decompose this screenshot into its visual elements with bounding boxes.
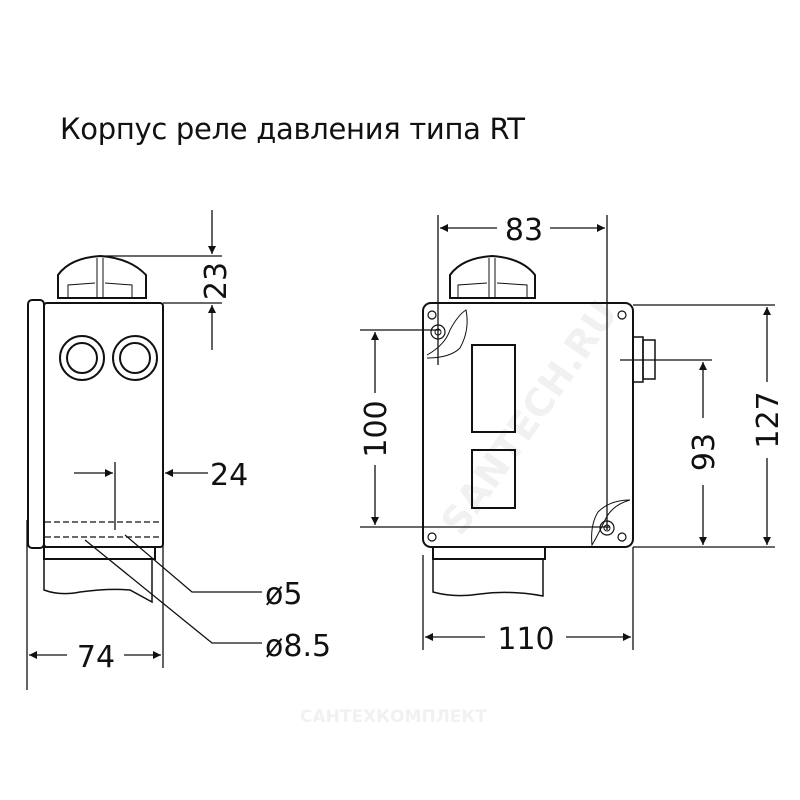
dim-mount-spacing: 100 — [359, 400, 394, 457]
watermark: SANTECH.RU — [433, 292, 627, 542]
dim-hole-small: ø5 — [265, 577, 302, 612]
footer-logo: САНТЕХКОМПЛЕКТ — [300, 707, 487, 727]
side-view — [27, 254, 164, 604]
dim-knob-height: 23 — [199, 262, 234, 300]
front-view — [422, 254, 656, 597]
side-view-dimension-lines — [26, 210, 262, 690]
dim-front-width: 110 — [497, 622, 554, 657]
front-view-dimension-lines — [360, 215, 775, 650]
dim-hole-large: ø8.5 — [265, 629, 331, 664]
dim-top-width: 83 — [505, 213, 543, 248]
dim-gland-height: 93 — [687, 433, 722, 471]
dim-side-width: 74 — [77, 640, 115, 675]
dim-total-height: 127 — [751, 391, 786, 448]
dim-side-offset: 24 — [210, 458, 248, 493]
drawing-title: Корпус реле давления типа RT — [60, 112, 525, 146]
